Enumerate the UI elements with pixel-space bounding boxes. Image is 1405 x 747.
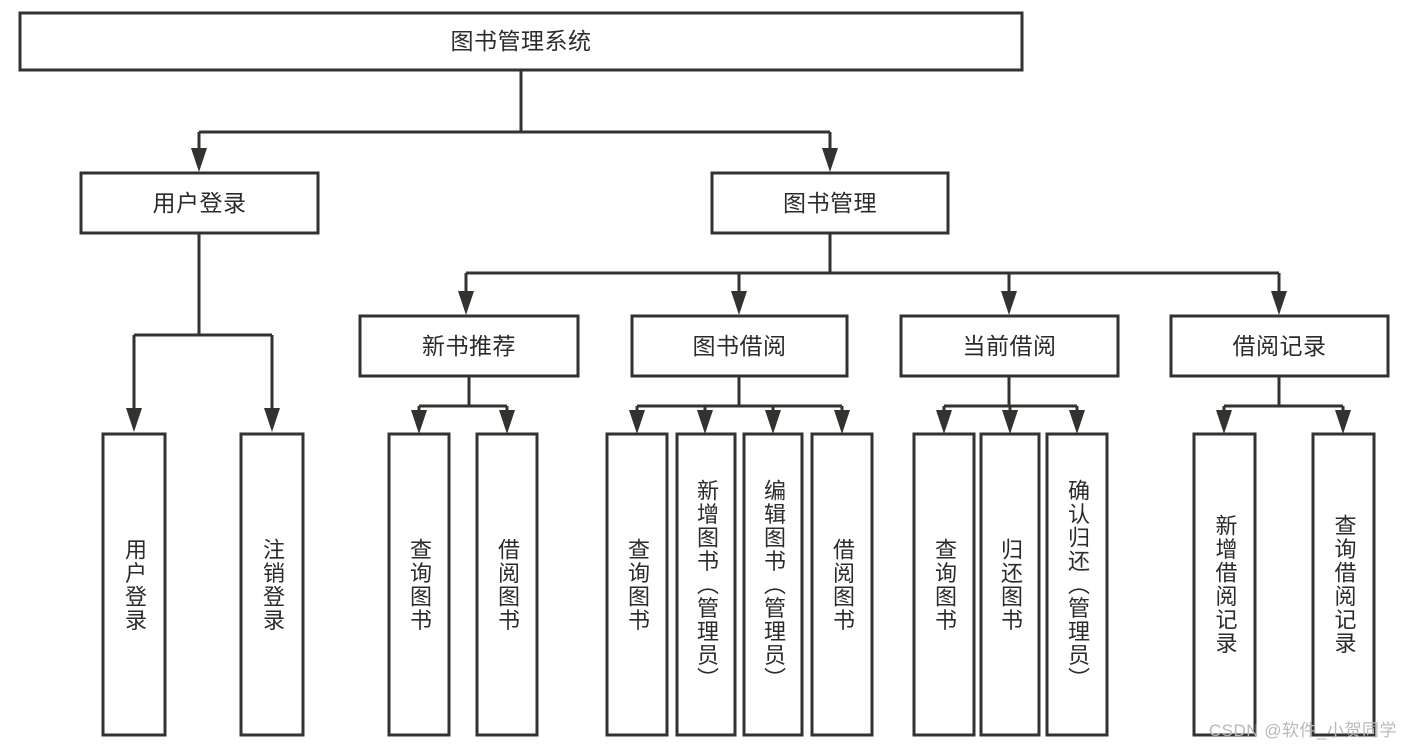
- arrowhead-leaf-logout: [264, 408, 280, 432]
- arrowhead-new-book-rec: [458, 291, 474, 315]
- node-rect-new-book-rec[interactable]: [358, 314, 580, 378]
- node-rect-user-login[interactable]: [79, 171, 320, 235]
- csdn-watermark: CSDN @软件_小贺同学: [1208, 721, 1397, 740]
- arrowhead-leaf-confirm-return: [1069, 410, 1085, 434]
- node-rect-leaf-edit-book[interactable]: [742, 432, 804, 737]
- edge-group-borrow-record: [1216, 376, 1351, 434]
- node-rect-leaf-query-book-3[interactable]: [912, 432, 976, 737]
- arrowhead-leaf-query-book-3: [936, 410, 952, 434]
- node-rect-leaf-query-book-1[interactable]: [387, 432, 451, 737]
- node-rect-leaf-query-book-2[interactable]: [605, 432, 669, 737]
- arrowhead-book-borrow: [731, 291, 747, 315]
- node-rect-leaf-add-record[interactable]: [1192, 432, 1257, 737]
- edge-group-book-borrow: [629, 376, 850, 434]
- node-rect-current-borrow[interactable]: [899, 314, 1120, 378]
- edge-group-new-book-rec: [411, 376, 515, 434]
- arrowhead-leaf-query-book-2: [629, 410, 645, 434]
- node-rect-leaf-confirm-return[interactable]: [1045, 432, 1109, 737]
- node-rect-borrow-record[interactable]: [1169, 314, 1390, 378]
- node-rect-leaf-borrow-book-2[interactable]: [810, 432, 874, 737]
- arrowhead-book-manage: [822, 148, 838, 172]
- arrowhead-current-borrow: [1001, 291, 1017, 315]
- arrowhead-leaf-borrow-book-2: [834, 410, 850, 434]
- node-rect-leaf-logout[interactable]: [239, 432, 305, 737]
- arrowhead-leaf-borrow-book-1: [499, 410, 515, 434]
- edge-group-current-borrow: [936, 376, 1085, 434]
- node-rect-leaf-query-record[interactable]: [1311, 432, 1376, 737]
- arrowhead-leaf-query-book-1: [411, 410, 427, 434]
- node-rect-leaf-return-book[interactable]: [979, 432, 1041, 737]
- node-rect-leaf-borrow-book-1[interactable]: [475, 432, 539, 737]
- arrowhead-leaf-user-login: [126, 408, 142, 432]
- edge-group-book-manage: [458, 233, 1287, 315]
- arrowhead-leaf-return-book: [1002, 410, 1018, 434]
- arrowhead-borrow-record: [1271, 291, 1287, 315]
- edge-group-user-login: [126, 233, 280, 432]
- arrowhead-leaf-edit-book: [765, 410, 781, 434]
- edge-group-root: [191, 70, 838, 172]
- arrowhead-leaf-query-record: [1335, 410, 1351, 434]
- node-rect-book-borrow[interactable]: [630, 314, 849, 378]
- arrowhead-leaf-add-record: [1216, 410, 1232, 434]
- arrowhead-user-login: [191, 148, 207, 172]
- node-rect-book-manage[interactable]: [710, 171, 950, 235]
- node-rect-leaf-user-login[interactable]: [101, 432, 167, 737]
- node-rect-leaf-add-book[interactable]: [675, 432, 737, 737]
- arrowhead-leaf-add-book: [697, 410, 713, 434]
- node-rect-root[interactable]: [18, 11, 1024, 72]
